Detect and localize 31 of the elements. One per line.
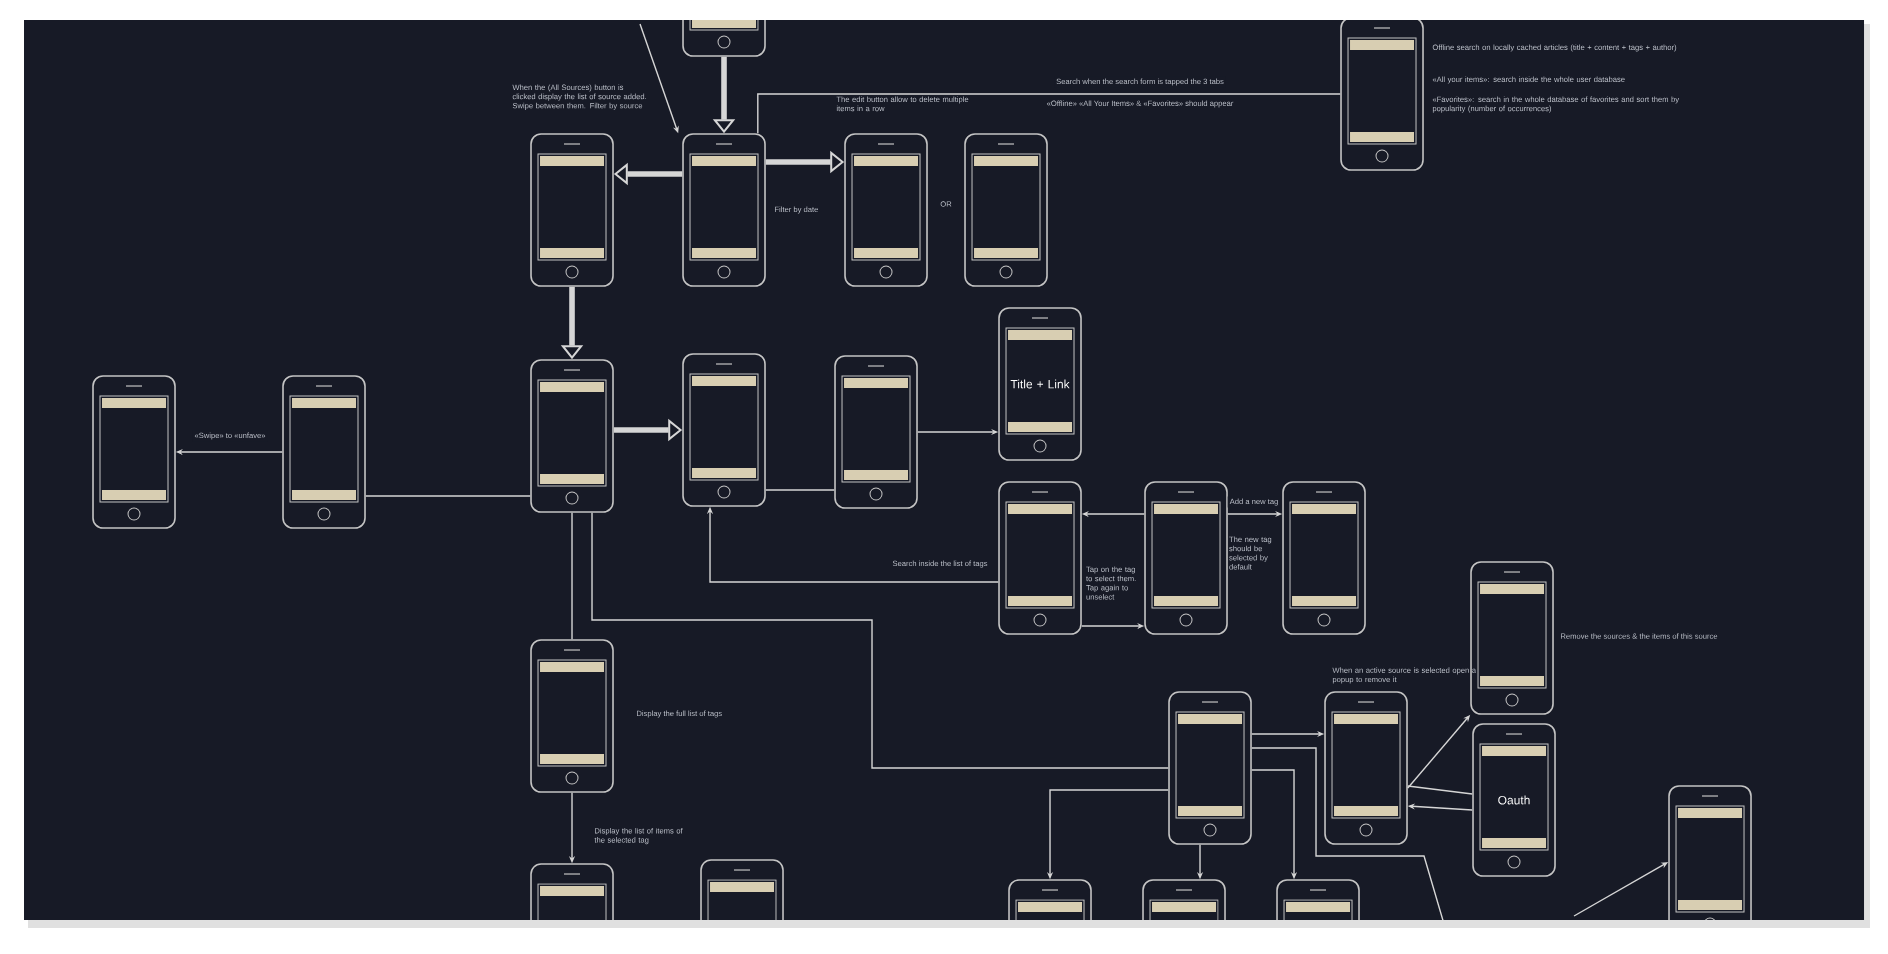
phone-mockup: [530, 133, 614, 287]
phone-mockup: [844, 133, 928, 287]
connector-line: [757, 93, 1341, 134]
phone-mockup: [1276, 879, 1360, 920]
phone-mockup: [530, 639, 614, 793]
connector-line: [365, 495, 531, 497]
phone-mockup: [1142, 879, 1226, 920]
phone-mockup: [1324, 691, 1408, 845]
phone-mockup: [530, 359, 614, 513]
phone-mockup: [1668, 785, 1752, 920]
phone-mockup: [1168, 691, 1252, 845]
phone-mockup: [700, 859, 784, 920]
phone-mockup: [1282, 481, 1366, 635]
phone-mockup: [834, 355, 918, 509]
phone-mockup: [1340, 20, 1424, 171]
phone-mockup: [1008, 879, 1092, 920]
phone-mockup: [282, 375, 366, 529]
phone-mockup: [682, 353, 766, 507]
phone-mockup: [964, 133, 1048, 287]
connector-line: [591, 512, 1169, 769]
connector-line: [1407, 785, 1473, 795]
phone-mockup: [530, 863, 614, 920]
connector-line: [1251, 747, 1445, 920]
phone-mockup: [682, 20, 766, 57]
phone-mockup: [1470, 561, 1554, 715]
phone-mockup: [1144, 481, 1228, 635]
connector-line: [571, 512, 573, 640]
phone-mockup: [998, 481, 1082, 635]
phone-mockup: [682, 133, 766, 287]
phone-mockup: [92, 375, 176, 529]
connector-line: [765, 489, 835, 491]
